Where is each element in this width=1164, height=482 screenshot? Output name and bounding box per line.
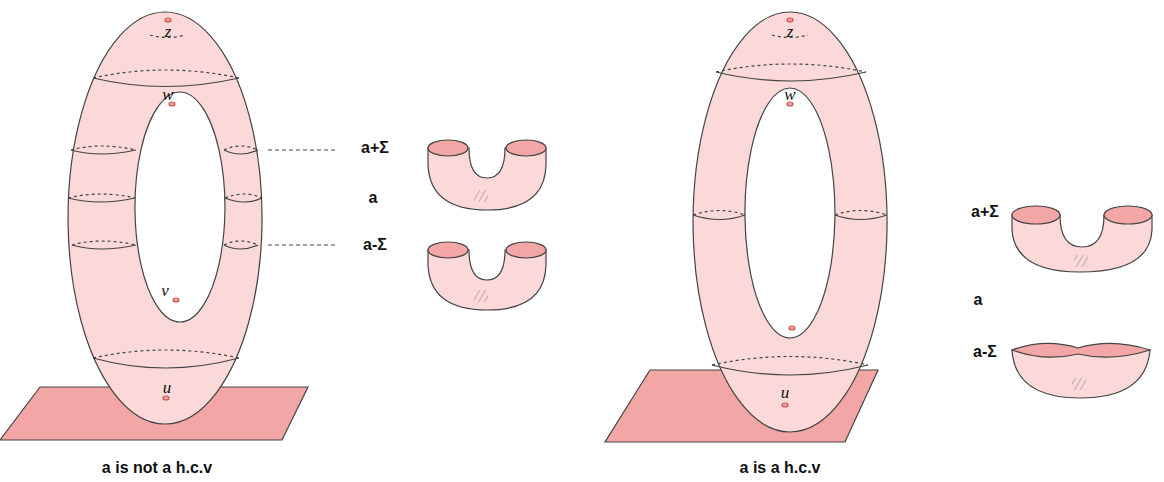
level-label: a-Σ — [363, 237, 387, 253]
point-label: w — [162, 86, 173, 103]
level-label: a+Σ — [971, 204, 999, 220]
torus — [693, 12, 887, 432]
torus — [68, 12, 262, 424]
point-label: z — [165, 23, 172, 40]
point-label: u — [163, 379, 172, 396]
point-label: u — [781, 384, 790, 401]
point-label: z — [787, 23, 794, 40]
level-label: a — [369, 190, 378, 206]
level-label: a+Σ — [361, 140, 389, 156]
level-label: a-Σ — [973, 344, 997, 360]
caption: a is not a h.c.v — [102, 460, 212, 476]
point-label: v — [161, 282, 169, 299]
level-label: a — [974, 292, 983, 308]
point-label: w — [784, 86, 795, 103]
caption: a is a h.c.v — [740, 460, 821, 476]
